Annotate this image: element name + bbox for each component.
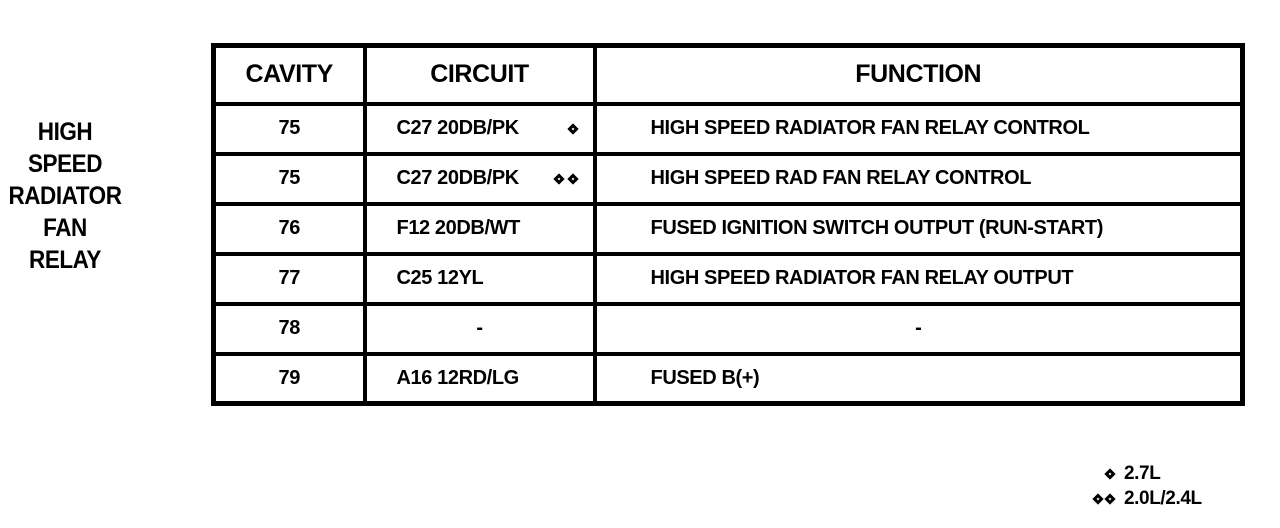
table-row: 76 F12 20DB/WT FUSED IGNITION SWITCH OUT… [211, 201, 1245, 256]
function-cell: - [592, 301, 1245, 356]
engine-variant-marker [552, 172, 579, 185]
circuit-cell: C27 20DB/PK [362, 151, 597, 206]
legend-label: 2.7L [1124, 462, 1161, 484]
diamond-icon [566, 172, 579, 185]
table-row: 78 - - [211, 301, 1245, 356]
column-header-cavity: CAVITY [211, 43, 367, 106]
table-row: 75 C27 20DB/PK HIGH SPEED RAD FAN RELAY … [211, 151, 1245, 206]
table-header-row: CAVITY CIRCUIT FUNCTION [211, 43, 1245, 106]
cavity-cell: 78 [211, 301, 367, 356]
circuit-cell: C25 12YL [362, 251, 597, 306]
cavity-cell: 75 [211, 151, 367, 206]
circuit-cell: F12 20DB/WT [362, 201, 597, 256]
component-title-line: SPEED [27, 150, 103, 178]
circuit-cell: A16 12RD/LG [362, 351, 597, 406]
table-row: 75 C27 20DB/PK HIGH SPEED RADIATOR FAN R… [211, 101, 1245, 156]
table-row: 77 C25 12YL HIGH SPEED RADIATOR FAN RELA… [211, 251, 1245, 306]
circuit-code: - [476, 317, 483, 339]
circuit-code: F12 20DB/WT [396, 217, 521, 239]
function-cell: FUSED IGNITION SWITCH OUTPUT (RUN-START) [592, 201, 1245, 256]
circuit-code: A16 12RD/LG [396, 366, 520, 389]
diamond-icon [1104, 467, 1116, 480]
double-diamond-marker [1040, 492, 1116, 505]
legend-label: 2.0L/2.4L [1124, 487, 1202, 509]
single-diamond-marker [1040, 467, 1116, 480]
function-cell: FUSED B(+) [592, 351, 1245, 406]
function-cell: HIGH SPEED RADIATOR FAN RELAY OUTPUT [592, 251, 1245, 306]
diamond-icon [552, 172, 565, 185]
diamond-icon [566, 122, 579, 135]
component-title-line: HIGH [37, 118, 93, 146]
cavity-circuit-function-table: CAVITY CIRCUIT FUNCTION 75 C27 20DB/PK H… [211, 43, 1245, 406]
cavity-cell: 77 [211, 251, 367, 306]
circuit-cell: - [362, 301, 597, 356]
component-title-line: FAN [43, 214, 87, 242]
column-header-circuit: CIRCUIT [362, 43, 597, 106]
cavity-cell: 75 [211, 101, 367, 156]
circuit-cell: C27 20DB/PK [362, 101, 597, 156]
diamond-icon [1092, 492, 1104, 505]
diamond-icon [1104, 492, 1116, 505]
cavity-cell: 79 [211, 351, 367, 406]
circuit-code: C25 12YL [396, 267, 484, 289]
cavity-cell: 76 [211, 201, 367, 256]
engine-variant-marker [566, 122, 579, 135]
circuit-code: C27 20DB/PK [396, 117, 520, 139]
component-title-line: RADIATOR [8, 182, 122, 210]
table-row: 79 A16 12RD/LG FUSED B(+) [211, 351, 1245, 406]
legend-item: 2.7L [1040, 461, 1202, 486]
legend-item: 2.0L/2.4L [1040, 486, 1202, 511]
function-cell: HIGH SPEED RAD FAN RELAY CONTROL [592, 151, 1245, 206]
column-header-function: FUNCTION [592, 43, 1245, 106]
component-title-line: RELAY [29, 246, 101, 274]
engine-legend: 2.7L 2.0L/2.4L [1040, 461, 1202, 511]
component-title: HIGH SPEED RADIATOR FAN RELAY [8, 116, 122, 276]
function-cell: HIGH SPEED RADIATOR FAN RELAY CONTROL [592, 101, 1245, 156]
circuit-code: C27 20DB/PK [396, 167, 520, 189]
